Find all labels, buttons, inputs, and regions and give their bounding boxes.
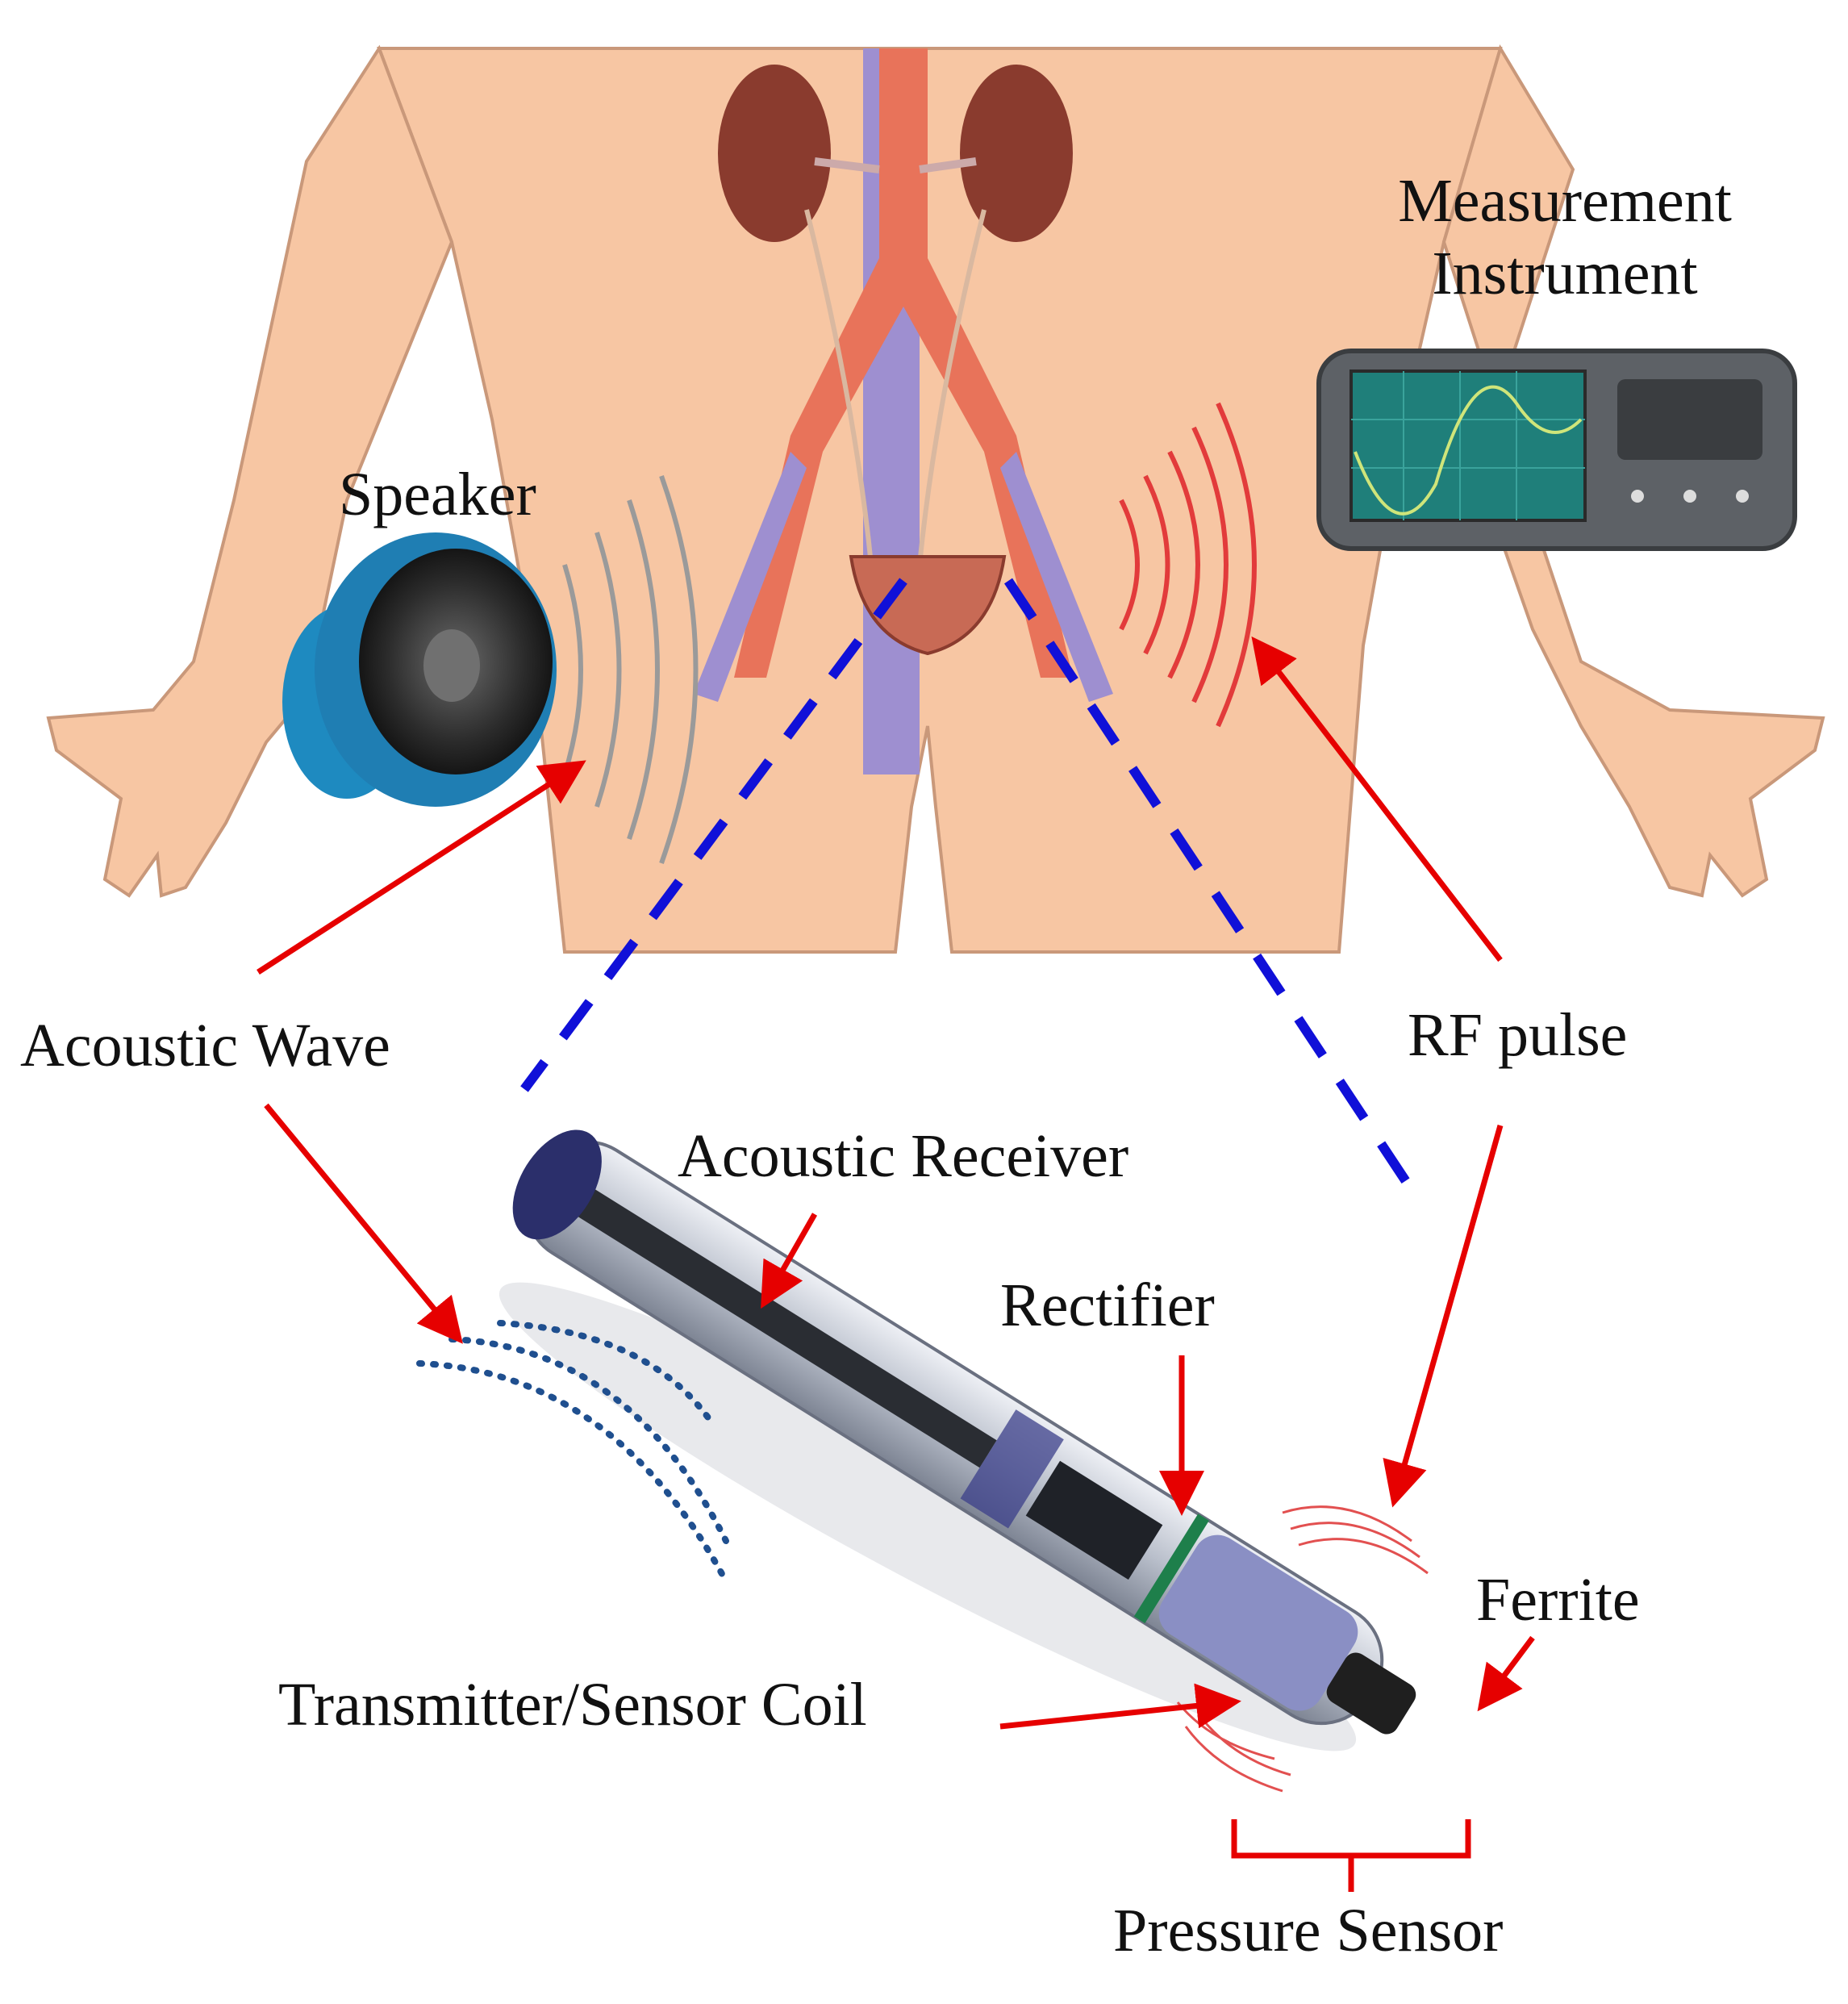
transmitter-coil-label: Transmitter/Sensor Coil [278, 1671, 867, 1739]
dotted-acoustic-waves [416, 1320, 729, 1584]
measurement-label-line2: Instrument [1432, 239, 1698, 307]
measurement-instrument-label: Measurement Instrument [1347, 165, 1783, 310]
acoustic-waves [562, 474, 699, 865]
left-kidney [718, 65, 831, 242]
urinary-organs [694, 48, 1113, 774]
right-kidney [960, 65, 1073, 242]
zoom-lines [520, 578, 1425, 1205]
ferrite-label: Ferrite [1476, 1566, 1640, 1634]
arrow-acoustic-to-device [264, 1103, 463, 1344]
pressure-sensor-bracket [1231, 1819, 1471, 1892]
speaker-label: Speaker [339, 461, 536, 528]
arrow-acoustic-to-speaker [257, 760, 586, 975]
rf-pulse-label: RF pulse [1408, 1001, 1628, 1069]
acoustic-wave-label: Acoustic Wave [20, 1012, 390, 1079]
arrows [257, 636, 1535, 1730]
pressure-sensor-label: Pressure Sensor [1113, 1897, 1504, 1964]
arrow-ferrite [1477, 1635, 1535, 1712]
oscilloscope-icon [1316, 349, 1797, 551]
arrow-coil [999, 1683, 1241, 1730]
arrow-rf-to-waves [1251, 636, 1503, 962]
arrow-receiver [761, 1213, 818, 1309]
bladder [849, 555, 1007, 656]
acoustic-receiver-label: Acoustic Receiver [678, 1122, 1129, 1190]
rf-waves [1119, 402, 1257, 728]
arrow-rf-to-device [1383, 1125, 1504, 1508]
measurement-label-line1: Measurement [1398, 167, 1732, 235]
implant-device-icon [499, 1129, 1416, 1751]
rectifier-label: Rectifier [1000, 1271, 1215, 1339]
device-rf-arcs [1176, 1505, 1429, 1793]
speaker-icon [282, 532, 557, 807]
